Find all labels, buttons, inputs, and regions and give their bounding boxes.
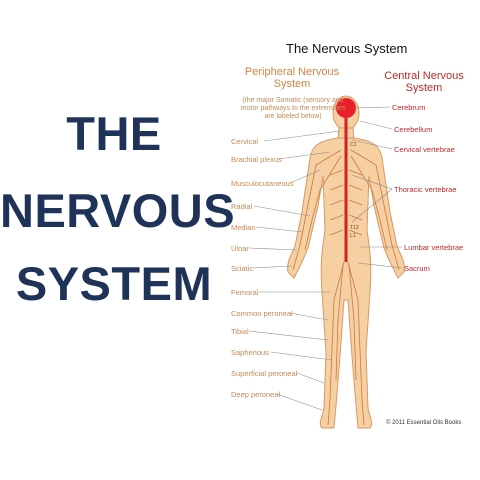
heading-line-3: SYSTEM [15, 257, 213, 310]
peripheral-note-line-3: are labeled below) [264, 113, 322, 120]
peripheral-note: (the major Somatic (sensory and motor pa… [228, 97, 358, 121]
label-musculocutaneous: Musculocutaneous [231, 179, 294, 188]
label-lumbar-vertebrae: Lumbar vertebrae [404, 243, 464, 252]
label-thoracic-vertebrae: Thoracic vertebrae [394, 185, 457, 194]
heading-line-2: NERVOUS [0, 184, 236, 237]
peripheral-title: Peripheral Nervous System [232, 66, 352, 90]
spine-label-c1: C1 [350, 142, 357, 148]
spine-label-l1: L1 [350, 233, 356, 239]
label-median: Median [231, 223, 256, 232]
label-femoral: Femoral [231, 288, 259, 297]
label-cervical: Cervical [231, 137, 259, 146]
label-brachial-plexus: Brachial plexus [231, 155, 282, 164]
label-deep-peroneal: Deep peroneal [231, 390, 281, 399]
central-title-line-1: Central Nervous [384, 70, 464, 82]
central-title-line-2: System [405, 82, 443, 94]
peripheral-note-line-1: (the major Somatic (sensory and [242, 97, 344, 104]
central-title: Central Nervous System [382, 70, 466, 94]
label-sciatic: Sciatic [231, 264, 254, 273]
label-ulnar: Ulnar [231, 244, 249, 253]
label-sacrum: Sacrum [404, 264, 430, 273]
label-cervical-vertebrae: Cervical vertebrae [394, 145, 455, 154]
label-tibial: Tibial [231, 327, 249, 336]
copyright-notice: © 2011 Essential Oils Books [386, 420, 462, 426]
label-superficial-peroneal: Superficial peroneal [231, 369, 298, 378]
label-cerebrum: Cerebrum [392, 103, 426, 112]
heading-line-1: THE [66, 107, 162, 160]
label-cerebellum: Cerebellum [394, 125, 433, 134]
label-saphenous: Saphenous [231, 348, 269, 357]
peripheral-title-line-2: System [273, 78, 311, 90]
spine-label-t12: T12 [350, 225, 359, 231]
leader-lines [248, 106, 403, 411]
label-common-peroneal: Common peroneal [231, 309, 293, 318]
peripheral-title-line-1: Peripheral Nervous [244, 66, 340, 78]
peripheral-nerves [292, 149, 400, 426]
central-nervous-system [336, 98, 356, 262]
label-radial: Radial [231, 202, 253, 211]
peripheral-note-line-2: motor pathways to the extremities [240, 105, 346, 112]
diagram-title: The Nervous System [286, 41, 408, 56]
brain [336, 98, 356, 118]
